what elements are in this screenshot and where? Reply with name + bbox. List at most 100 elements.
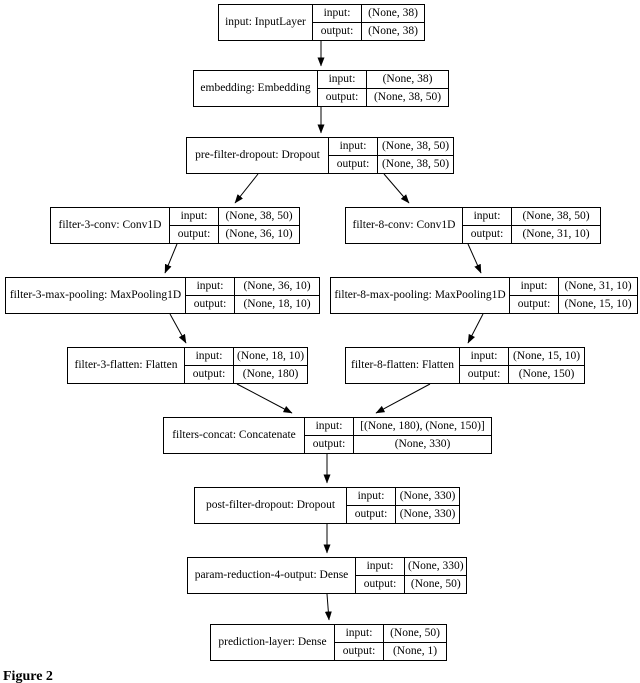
output-shape-value: (None, 150) bbox=[518, 367, 575, 380]
layer-input-row: input: (None, 36, 10) bbox=[186, 278, 319, 295]
layer-io-table: input: (None, 18, 10) output: (None, 180… bbox=[184, 348, 308, 383]
layer-name-label: embedding: Embedding bbox=[200, 81, 311, 94]
layer-input-row: input: (None, 38, 50) bbox=[329, 138, 453, 155]
output-label: output: bbox=[313, 23, 362, 40]
layer-output-row: output: (None, 31, 10) bbox=[463, 225, 600, 243]
output-shape-value: (None, 15, 10) bbox=[564, 297, 632, 310]
input-shape-value: (None, 38, 50) bbox=[522, 209, 590, 222]
input-label: input: bbox=[185, 348, 234, 365]
layer-input-row: input: (None, 15, 10) bbox=[460, 348, 584, 365]
layer-io-table: input: (None, 15, 10) output: (None, 150… bbox=[459, 348, 584, 383]
layer-input-row: input: (None, 50) bbox=[335, 625, 446, 642]
output-label: output: bbox=[335, 643, 384, 660]
input-shape-value: [(None, 180), (None, 150)] bbox=[360, 419, 485, 432]
input-shape-value: (None, 38) bbox=[382, 72, 433, 85]
layer-io-table: input: (None, 38) output: (None, 38) bbox=[312, 5, 424, 40]
layer-input-row: input: (None, 31, 10) bbox=[510, 278, 637, 295]
edge-filter-8-flatten-to-filters-concat bbox=[375, 383, 431, 414]
edge-param-reduction-4-output-to-prediction-layer bbox=[324, 593, 332, 621]
input-shape-value: (None, 38, 50) bbox=[381, 139, 450, 152]
layer-node-input: input: InputLayer input: (None, 38) outp… bbox=[218, 4, 425, 41]
layer-io-table: input: (None, 38, 50) output: (None, 36,… bbox=[169, 208, 299, 243]
layer-io-table: input: (None, 38, 50) output: (None, 31,… bbox=[462, 208, 600, 243]
output-label: output: bbox=[463, 226, 512, 243]
layer-name-label: post-filter-dropout: Dropout bbox=[205, 498, 336, 511]
output-shape-value: (None, 330) bbox=[399, 507, 456, 520]
input-label: input: bbox=[318, 71, 367, 88]
input-shape-value: (None, 18, 10) bbox=[237, 349, 305, 362]
input-shape-value: (None, 31, 10) bbox=[564, 279, 632, 292]
layer-input-row: input: (None, 38) bbox=[318, 71, 448, 88]
output-label: output: bbox=[356, 576, 405, 593]
output-shape-value: (None, 38, 50) bbox=[373, 90, 442, 103]
layer-output-row: output: (None, 36, 10) bbox=[170, 225, 299, 243]
input-label: input: bbox=[463, 208, 512, 225]
edge-filter-8-conv-to-filter-8-max-pooling bbox=[467, 243, 482, 274]
layer-input-row: input: (None, 330) bbox=[347, 488, 459, 505]
layer-node-filters-concat: filters-concat: Concatenate input: [(Non… bbox=[163, 417, 492, 454]
layer-name-label: filter-8-conv: Conv1D bbox=[352, 218, 456, 231]
layer-output-row: output: (None, 38) bbox=[313, 22, 424, 40]
edge-filter-8-max-pooling-to-filter-8-flatten bbox=[467, 313, 484, 344]
layer-io-table: input: (None, 38) output: (None, 38, 50) bbox=[317, 71, 448, 106]
output-shape-value: (None, 1) bbox=[392, 644, 438, 657]
layer-name-label: filter-3-flatten: Flatten bbox=[74, 358, 178, 371]
input-label: input: bbox=[335, 625, 384, 642]
layer-name-label: filter-8-max-pooling: MaxPooling1D bbox=[334, 288, 506, 301]
output-label: output: bbox=[510, 296, 559, 313]
figure-caption: Figure 2 bbox=[3, 669, 53, 683]
layer-io-table: input: (None, 36, 10) output: (None, 18,… bbox=[185, 278, 319, 313]
input-shape-value: (None, 36, 10) bbox=[243, 279, 311, 292]
input-shape-value: (None, 330) bbox=[408, 559, 464, 572]
edge-filter-3-max-pooling-to-filter-3-flatten bbox=[169, 313, 187, 344]
input-label: input: bbox=[313, 5, 362, 22]
layer-node-post-filter-dropout: post-filter-dropout: Dropout input: (Non… bbox=[194, 487, 460, 524]
input-shape-value: (None, 330) bbox=[399, 489, 456, 502]
layer-io-table: input: (None, 330) output: (None, 330) bbox=[346, 488, 459, 523]
layer-io-table: input: [(None, 180), (None, 150)] output… bbox=[304, 418, 491, 453]
output-label: output: bbox=[170, 226, 219, 243]
output-label: output: bbox=[185, 366, 234, 383]
layer-input-row: input: (None, 38) bbox=[313, 5, 424, 22]
input-label: input: bbox=[329, 138, 378, 155]
layer-output-row: output: (None, 50) bbox=[356, 575, 467, 593]
layer-input-row: input: (None, 38, 50) bbox=[463, 208, 600, 225]
input-shape-value: (None, 50) bbox=[390, 626, 440, 639]
layer-output-row: output: (None, 38, 50) bbox=[329, 155, 453, 173]
layer-input-row: input: [(None, 180), (None, 150)] bbox=[305, 418, 491, 435]
edge-pre-filter-dropout-to-filter-8-conv bbox=[383, 173, 410, 204]
layer-node-filter-3-flatten: filter-3-flatten: Flatten input: (None, … bbox=[67, 347, 308, 384]
layer-node-filter-3-max-pooling: filter-3-max-pooling: MaxPooling1D input… bbox=[5, 277, 320, 314]
edge-pre-filter-dropout-to-filter-3-conv bbox=[234, 173, 259, 204]
layer-input-row: input: (None, 18, 10) bbox=[185, 348, 307, 365]
input-label: input: bbox=[510, 278, 559, 295]
output-shape-value: (None, 38) bbox=[368, 24, 418, 37]
output-shape-value: (None, 36, 10) bbox=[225, 227, 293, 240]
output-shape-value: (None, 50) bbox=[410, 577, 461, 590]
layer-name-label: param-reduction-4-output: Dense bbox=[194, 568, 349, 581]
input-label: input: bbox=[305, 418, 354, 435]
output-label: output: bbox=[318, 89, 367, 106]
output-shape-value: (None, 330) bbox=[394, 437, 451, 450]
layer-io-table: input: (None, 50) output: (None, 1) bbox=[334, 625, 446, 660]
layer-node-filter-8-max-pooling: filter-8-max-pooling: MaxPooling1D input… bbox=[330, 277, 638, 314]
output-label: output: bbox=[347, 506, 396, 523]
layer-io-table: input: (None, 31, 10) output: (None, 15,… bbox=[509, 278, 637, 313]
output-shape-value: (None, 18, 10) bbox=[243, 297, 311, 310]
layer-name-label: pre-filter-dropout: Dropout bbox=[195, 148, 320, 161]
input-shape-value: (None, 38, 50) bbox=[225, 209, 293, 222]
layer-name-label: filter-3-max-pooling: MaxPooling1D bbox=[9, 288, 182, 301]
input-label: input: bbox=[186, 278, 235, 295]
layer-output-row: output: (None, 330) bbox=[347, 505, 459, 523]
layer-node-filter-8-flatten: filter-8-flatten: Flatten input: (None, … bbox=[345, 347, 585, 384]
input-shape-value: (None, 38) bbox=[368, 6, 418, 19]
output-label: output: bbox=[186, 296, 235, 313]
output-label: output: bbox=[305, 436, 354, 453]
layer-node-pre-filter-dropout: pre-filter-dropout: Dropout input: (None… bbox=[186, 137, 454, 174]
layer-input-row: input: (None, 330) bbox=[356, 558, 467, 575]
input-label: input: bbox=[356, 558, 405, 575]
layer-output-row: output: (None, 150) bbox=[460, 365, 584, 383]
output-shape-value: (None, 180) bbox=[242, 367, 299, 380]
layer-name-label: filter-3-conv: Conv1D bbox=[58, 218, 162, 231]
